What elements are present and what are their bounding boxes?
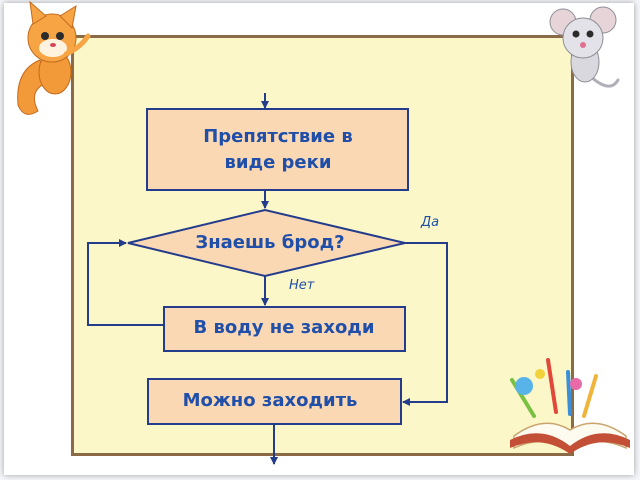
yes-branch-label: Да xyxy=(421,215,440,230)
loop-back-arrow xyxy=(87,239,164,326)
process-block-no-entry xyxy=(163,306,406,352)
mouse-cartoon xyxy=(549,6,620,88)
cat-cartoon xyxy=(17,0,91,115)
yes-branch-arrow xyxy=(402,242,448,406)
no-branch-label: Нет xyxy=(289,278,315,293)
decision-label-ford: Знаешь брод? xyxy=(195,232,345,253)
process-label-river: Препятствие в виде реки xyxy=(203,126,353,173)
process-label-no-entry: В воду не заходи xyxy=(193,317,375,338)
open-book-with-school-supplies xyxy=(510,358,630,454)
process-block-can-enter xyxy=(147,378,402,425)
process-label-can-enter: Можно заходить xyxy=(182,390,358,411)
process-block-river xyxy=(146,108,409,191)
